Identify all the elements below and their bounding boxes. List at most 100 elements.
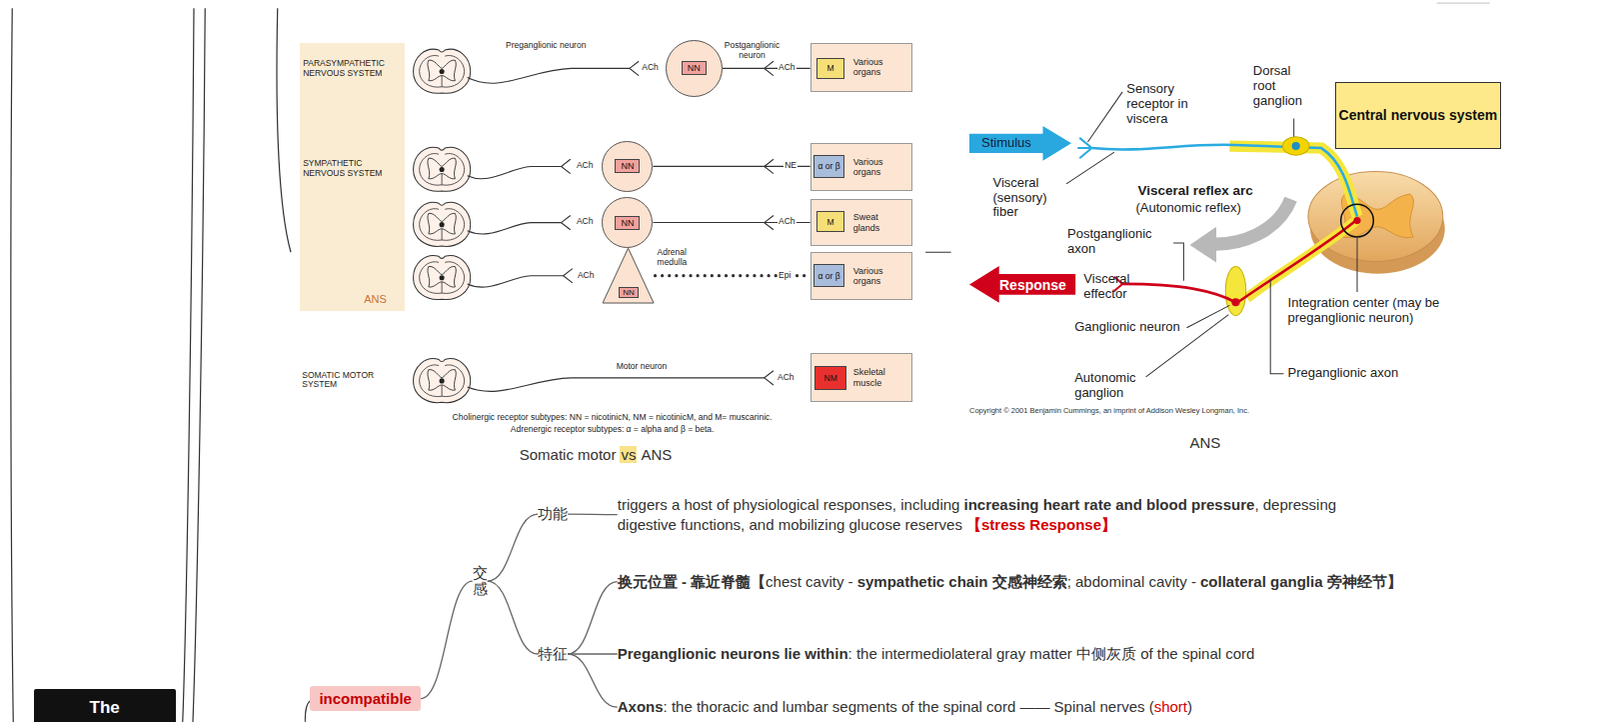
note-item: triggers a host of physiological respons… <box>617 494 1394 534</box>
axon-terminal <box>561 60 774 385</box>
margin-lines <box>192 7 205 722</box>
axon-terminal <box>764 370 774 385</box>
leader-line <box>1087 91 1123 142</box>
branch-connector <box>567 512 618 515</box>
figure-caption: ANS <box>1190 433 1222 451</box>
footnote: Cholinergic receptor subtypes: NN = nico… <box>452 412 773 423</box>
branch-connector <box>420 580 473 699</box>
reflex-arc-figure <box>1341 203 1375 237</box>
receptor-box: M <box>816 57 846 78</box>
part-label: Visceral effector <box>1083 271 1147 302</box>
preganglionic-axon <box>467 165 562 178</box>
receptor-label: α or β <box>816 160 843 171</box>
receptor-label: α or β <box>816 270 843 281</box>
leader-line <box>1066 151 1115 184</box>
receptor-box: NM <box>814 365 848 391</box>
transmitter-label: ACh <box>577 270 595 281</box>
gland-label: Adrenal medulla <box>657 247 703 268</box>
caption-row: Somatic motorvsANS <box>519 445 673 463</box>
receptor-label: NN <box>614 158 640 173</box>
organ-label: Skeletal muscle <box>853 366 906 388</box>
note-text: : the thoracic and lumbar segments of th… <box>663 697 1155 715</box>
part-label: Preganglionic axon <box>1288 365 1400 381</box>
spinal-cord-icon <box>413 358 471 403</box>
neuron-label: Postganglionic neuron <box>711 40 794 61</box>
reflex-arc-figure <box>1231 297 1240 306</box>
note-text: Preganglionic neurons lie within <box>617 644 849 662</box>
organ-label: Various organs <box>853 265 906 287</box>
receptor-label: M <box>825 62 837 73</box>
note-text: 换元位置 - 靠近脊髓【 <box>617 572 766 590</box>
margin-lines <box>276 7 291 252</box>
axon-terminal <box>563 268 573 283</box>
part-label: Ganglionic neuron <box>1074 319 1181 335</box>
receptor-box: α or β <box>813 154 846 177</box>
figure-caption: ANS <box>640 445 672 463</box>
dark-tab: The <box>33 688 176 722</box>
transmitter-label: ACh <box>641 62 659 73</box>
topic-text: 特征 <box>537 644 568 662</box>
branch-connector <box>487 580 538 654</box>
effector-box: Sweat glandsM <box>810 198 913 246</box>
note-text: triggers a host of physiological respons… <box>617 495 961 513</box>
part-label: Autonomic ganglion <box>1074 370 1149 401</box>
spinal-cord-icon <box>413 146 471 191</box>
transmitter-label: ACh <box>777 216 797 227</box>
spinal-cord-icon <box>413 48 471 93</box>
leader-line <box>304 91 1358 722</box>
reflex-arc-figure <box>1092 144 1358 217</box>
organ-label: Various organs <box>853 156 906 178</box>
figure-divider <box>925 251 952 253</box>
note-item: 换元位置 - 靠近脊髓【chest cavity -sympathetic ch… <box>617 571 1511 592</box>
receptor-label: NM <box>822 372 840 383</box>
transmitter-label: ACh <box>576 216 594 227</box>
reflex-arc-figure <box>1353 216 1361 224</box>
note-item: Preganglionic neurons lie within: the in… <box>617 643 1256 664</box>
reflex-arc-figure <box>1190 226 1218 263</box>
transmitter-label: ACh <box>576 160 594 171</box>
transmitter-label: ACh <box>777 372 795 383</box>
note-item: Axons: the thoracic and lumbar segments … <box>617 696 1193 717</box>
transmitter-label: Epi <box>777 270 792 281</box>
system-name: SYMPATHETIC NERVOUS SYSTEM <box>302 157 401 178</box>
leader-line <box>1356 237 1358 292</box>
margin-lines <box>10 2 1491 722</box>
cns-box: Central nervous system <box>1335 81 1503 149</box>
neuron-label: Motor neuron <box>616 361 668 372</box>
leader-line <box>1173 242 1184 281</box>
effector-box: Skeletal muscle NM <box>810 352 913 402</box>
reflex-arc-figure <box>1077 137 1092 158</box>
note-text: collateral ganglia 旁神经节】 <box>1200 572 1403 590</box>
figure-caption: Somatic motor <box>519 445 617 463</box>
organ-label: Various organs <box>853 56 906 78</box>
ganglion-circle: NN <box>665 39 723 97</box>
part-label: Dorsal root ganglion <box>1253 63 1317 109</box>
leader-line <box>1293 117 1295 136</box>
system-name: PARASYMPATHETIC NERVOUS SYSTEM <box>302 57 401 78</box>
note-text: ) <box>1187 697 1193 715</box>
reflex-arc-figure <box>1282 136 1310 155</box>
leader-line <box>1270 279 1284 374</box>
ganglion-circle: NN <box>601 196 653 248</box>
preganglionic-axon <box>467 222 562 234</box>
part-label: Sensory receptor in viscera <box>1126 81 1209 127</box>
footnote: Adrenergic receptor subtypes: α = alpha … <box>510 424 715 435</box>
preganglionic-axon <box>467 67 630 83</box>
receptor-box: α or β <box>813 263 846 286</box>
note-text: : the intermediolateral gray matter 中侧灰质… <box>848 644 1256 662</box>
effector-box: Various organs α or β <box>810 251 913 300</box>
branch-topic: 特征 <box>537 643 568 664</box>
note-text: Axons <box>617 697 664 715</box>
effector-box: Various organs α or β <box>810 142 913 191</box>
receptor-box: M <box>816 210 846 231</box>
figure-heading: Visceral reflex arc <box>1137 182 1253 199</box>
axon-terminal <box>629 60 639 75</box>
note-text: ; abdominal cavity - <box>1067 572 1197 590</box>
receptor-label: NN <box>618 286 639 298</box>
stimulus-arrow: Stimulus <box>969 125 1072 161</box>
spinal-cord-icon <box>413 254 471 299</box>
margin-lines <box>1437 1 1491 3</box>
receptor-label: NN <box>681 60 707 75</box>
axon-terminal <box>561 158 571 173</box>
